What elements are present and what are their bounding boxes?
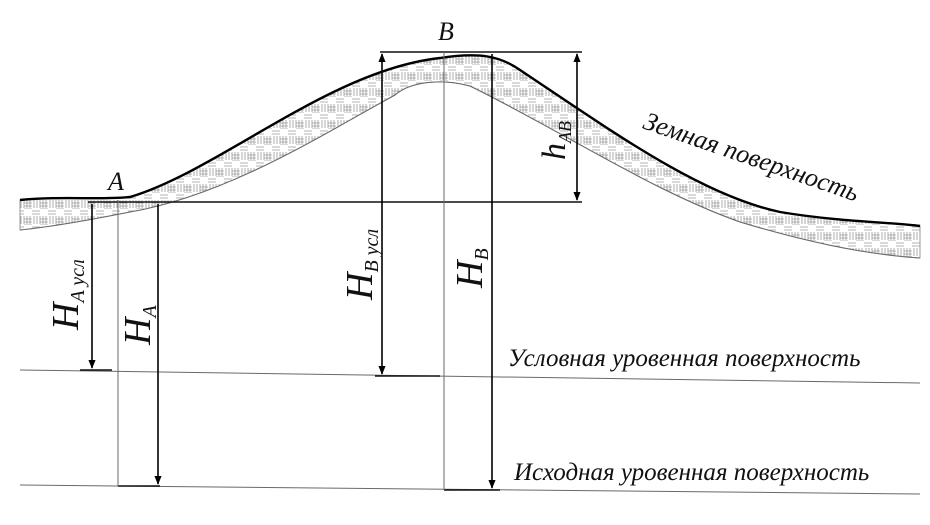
point-a-label: A [106,167,124,196]
initial-level-label: Исходная уровенная поверхность [513,459,869,486]
conditional-level-label: Условная уровенная поверхность [508,345,860,372]
conditional-level-line [19,369,921,384]
h-b-usl-label: HB усл [339,229,383,301]
layer-bottom-line [19,81,921,259]
h-b-label: HB [449,248,493,289]
h-a-usl-label: HA усл [45,259,89,331]
h-ab-label: hAB [536,121,575,160]
earth-surface-line [19,54,921,228]
point-b-label: B [438,17,454,46]
h-a-label: HA [117,305,161,346]
